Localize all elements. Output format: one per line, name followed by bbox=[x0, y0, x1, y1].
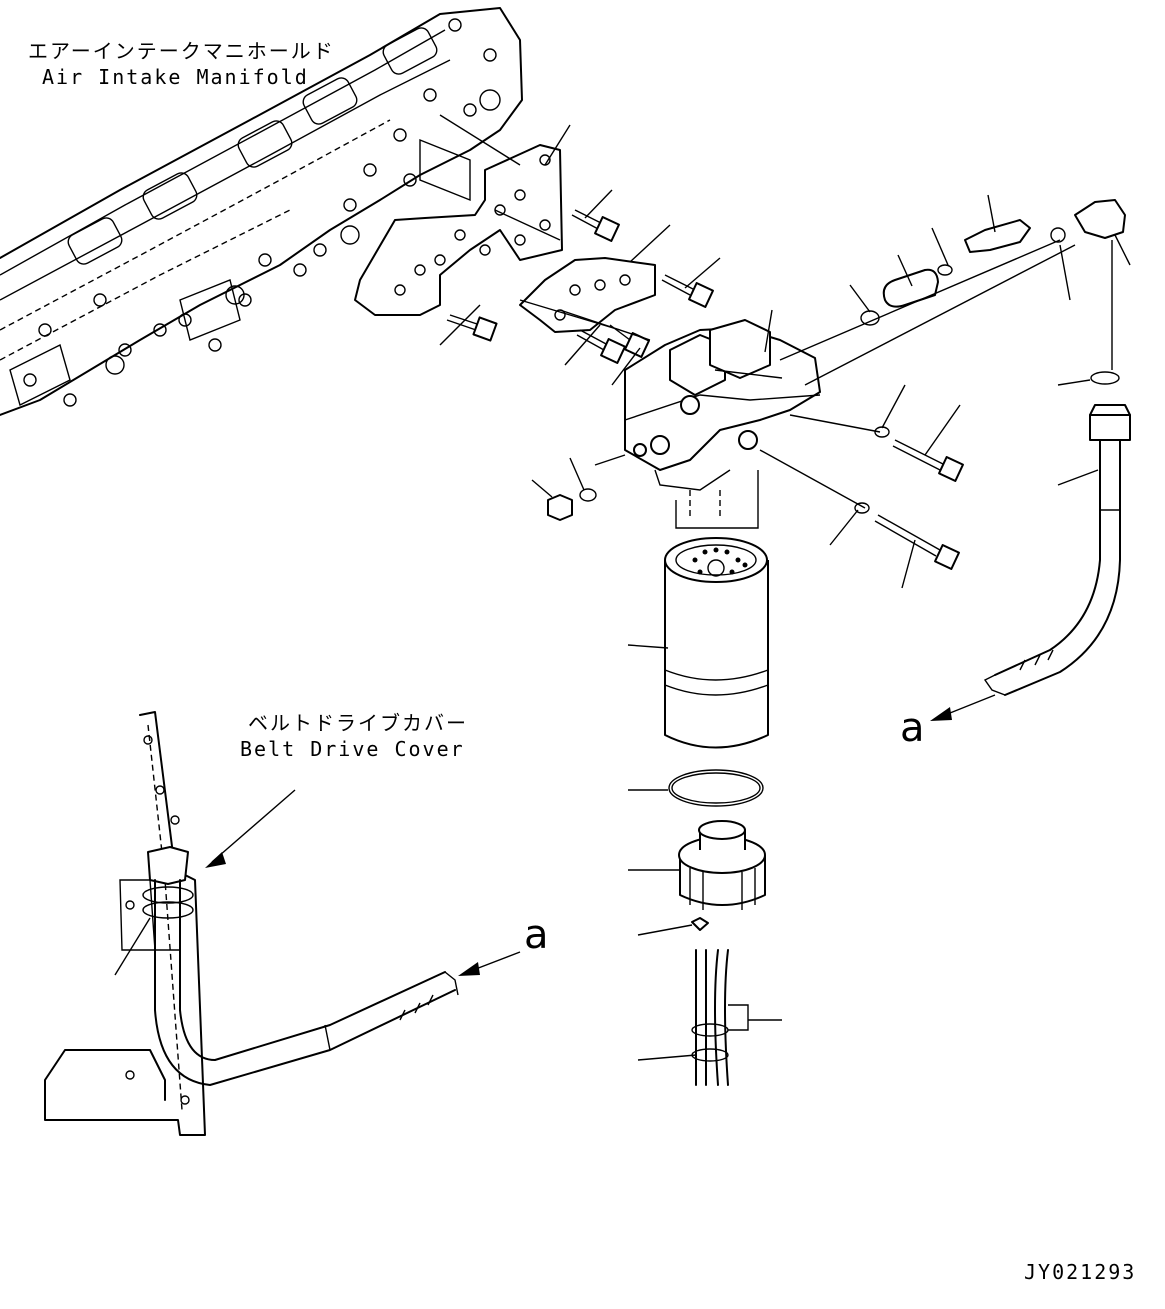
cover-label-ja: ベルトドライブカバー bbox=[248, 711, 468, 735]
bolts-and-fittings bbox=[446, 199, 1126, 570]
callout-a-upper: a bbox=[900, 705, 925, 751]
mounting-brackets bbox=[354, 144, 656, 333]
manifold-label-ja: エアーインテークマニホールド bbox=[28, 39, 335, 63]
drain-tubes bbox=[691, 917, 749, 1086]
manifold-label-en: Air Intake Manifold bbox=[42, 65, 309, 89]
assembly-lines bbox=[439, 114, 1113, 529]
water-separator-bowl bbox=[678, 820, 766, 910]
air-intake-manifold bbox=[0, 7, 523, 416]
drawing-number: JY021293 bbox=[1024, 1260, 1137, 1284]
fuel-filter-cartridge bbox=[664, 537, 769, 749]
fuel-hose-left bbox=[142, 846, 459, 1086]
o-ring bbox=[668, 769, 764, 807]
cover-label-en: Belt Drive Cover bbox=[240, 737, 465, 761]
leader-lines bbox=[114, 124, 1131, 1061]
filter-head bbox=[624, 319, 821, 520]
callout-a-lower: a bbox=[524, 912, 549, 958]
fuel-hose-right bbox=[983, 404, 1131, 696]
pointer-arrows bbox=[205, 694, 996, 976]
